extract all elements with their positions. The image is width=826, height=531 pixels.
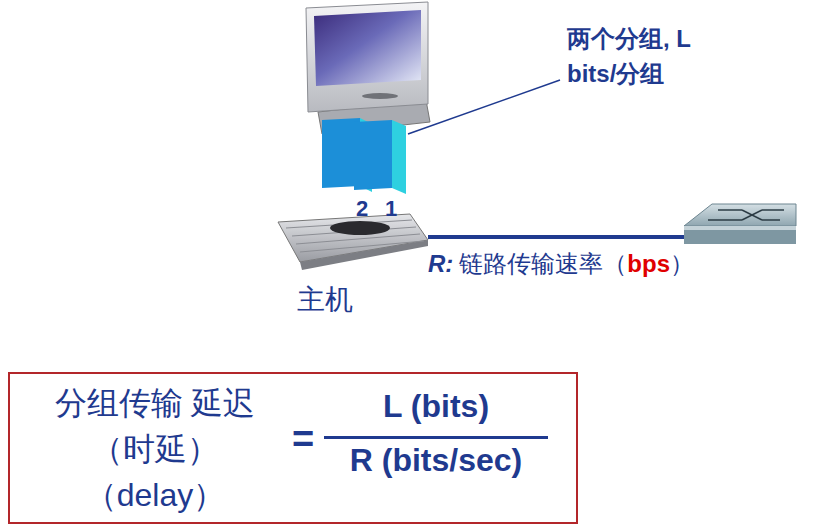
keyboard-icon <box>278 214 428 270</box>
rate-row: R:链路传输速率（bps） <box>428 248 694 280</box>
switch-icon <box>684 204 796 244</box>
rate-label: 链路传输速率（ <box>459 248 627 280</box>
formula-box: 分组传输 延迟（时延） （delay） =L (bits) R (bits/sec) <box>8 372 578 524</box>
packet-number: 1 <box>385 196 397 222</box>
delay-term: 分组传输 延迟（时延） （delay） <box>30 380 280 518</box>
equals-sign: = <box>292 418 314 461</box>
packet-number: 2 <box>356 196 368 222</box>
link-line <box>428 235 692 239</box>
rate-symbol: R: <box>428 250 453 278</box>
callout-text: 两个分组, L bits/分组 <box>567 22 717 92</box>
host-label: 主机 <box>297 281 353 319</box>
denominator: R (bits/sec) <box>322 442 550 479</box>
fraction-bar <box>324 436 548 439</box>
numerator: L (bits) <box>322 388 550 425</box>
monitor-icon <box>306 2 430 134</box>
rate-label: ） <box>670 248 694 280</box>
packet-blocks <box>322 118 406 194</box>
rate-unit: bps <box>627 250 670 278</box>
leader-line <box>408 80 560 134</box>
